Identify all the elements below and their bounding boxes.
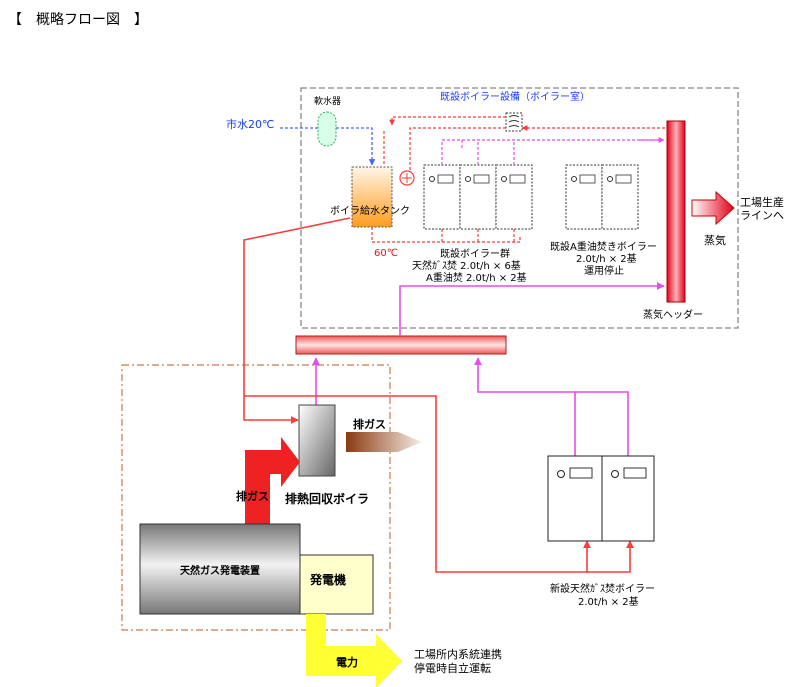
feed-water-line-new-boiler-2 [587,540,634,573]
existing-gas-boilers [423,164,533,230]
softened-water-line [336,127,376,166]
oil-boilers-label-3: 運用停止 [584,264,624,277]
red-dotted-line-3 [409,127,506,170]
gas-generator-unit [139,523,301,615]
generator-label: 発電機 [309,572,346,587]
generator-unit [299,554,374,615]
magenta-dotted-steam [441,139,662,165]
power-destination-label-1: 工場所内系統連携 [414,647,502,661]
generator-room-boundary [121,364,391,631]
feed-pump-symbol [402,173,412,183]
exhaust-gas-in [245,437,300,525]
oil-boilers-label-2: 2.0t/h × 2基 [576,252,637,265]
red-dotted-line-1 [389,116,506,126]
red-dotted-line-5 [371,227,521,243]
gas-generator-label: 天然ガス発電装置 [180,564,260,577]
coil-icon [508,115,520,128]
exhaust-out-arrow [346,432,422,452]
steam-line-to-header [399,282,665,336]
temp-60-label: 60℃ [374,248,398,259]
steam-out-arrow [691,190,735,226]
power-arrow [306,614,402,687]
heat-recovery-boiler [298,404,336,477]
oil-boilers-label-1: 既設A重油焚きボイラー [550,240,657,253]
water-softener [317,111,337,147]
factory-line-label-2: ラインへ [740,209,784,222]
existing-boiler-room-boundary [300,87,739,329]
power-label: 電力 [336,655,358,669]
feed-water-tank [351,166,393,228]
exhaust-gas-out-label: 排ガス [353,417,386,431]
steam-distribution-bar [295,335,507,355]
hrsg-label: 排熱回収ボイラ [285,491,369,506]
feed-water-tank-label: ボイラ給水タンク [330,204,410,217]
steam-line-new-boiler-2 [575,391,629,456]
existing-gas-boilers-label-3: A重油焚 2.0t/h × 2基 [426,271,527,284]
new-gas-boilers [547,455,655,542]
existing-oil-boilers [565,164,639,230]
existing-boiler-room-label: 既設ボイラー設備（ボイラー室） [440,90,590,103]
factory-line-label-1: 工場生産 [740,195,784,209]
diagram-title: 【 概略フロー図 】 [8,12,148,28]
power-destination-label-2: 停電時自立運転 [414,661,491,675]
new-boiler-label-1: 新設天然ｶﾞｽ焚ボイラー [550,582,655,595]
city-water-label: 市水20℃ [226,117,274,131]
feed-water-line-to-new-boilers [244,395,591,573]
steam-header-label: 蒸気ヘッダー [643,308,703,321]
steam-line-from-new-boilers [474,357,576,456]
steam-label: 蒸気 [704,233,726,247]
exhaust-gas-in-label: 排ガス [236,489,269,503]
existing-gas-boilers-label-1: 既設ボイラー群 [440,247,510,260]
feed-water-line-to-hrsg [243,217,351,424]
new-boiler-label-2: 2.0t/h × 2基 [578,595,639,608]
water-softener-label: 軟水器 [314,95,341,107]
steam-header [666,120,686,303]
existing-gas-boilers-label-2: 天然ｶﾞｽ焚 2.0t/h × 6基 [412,259,521,272]
